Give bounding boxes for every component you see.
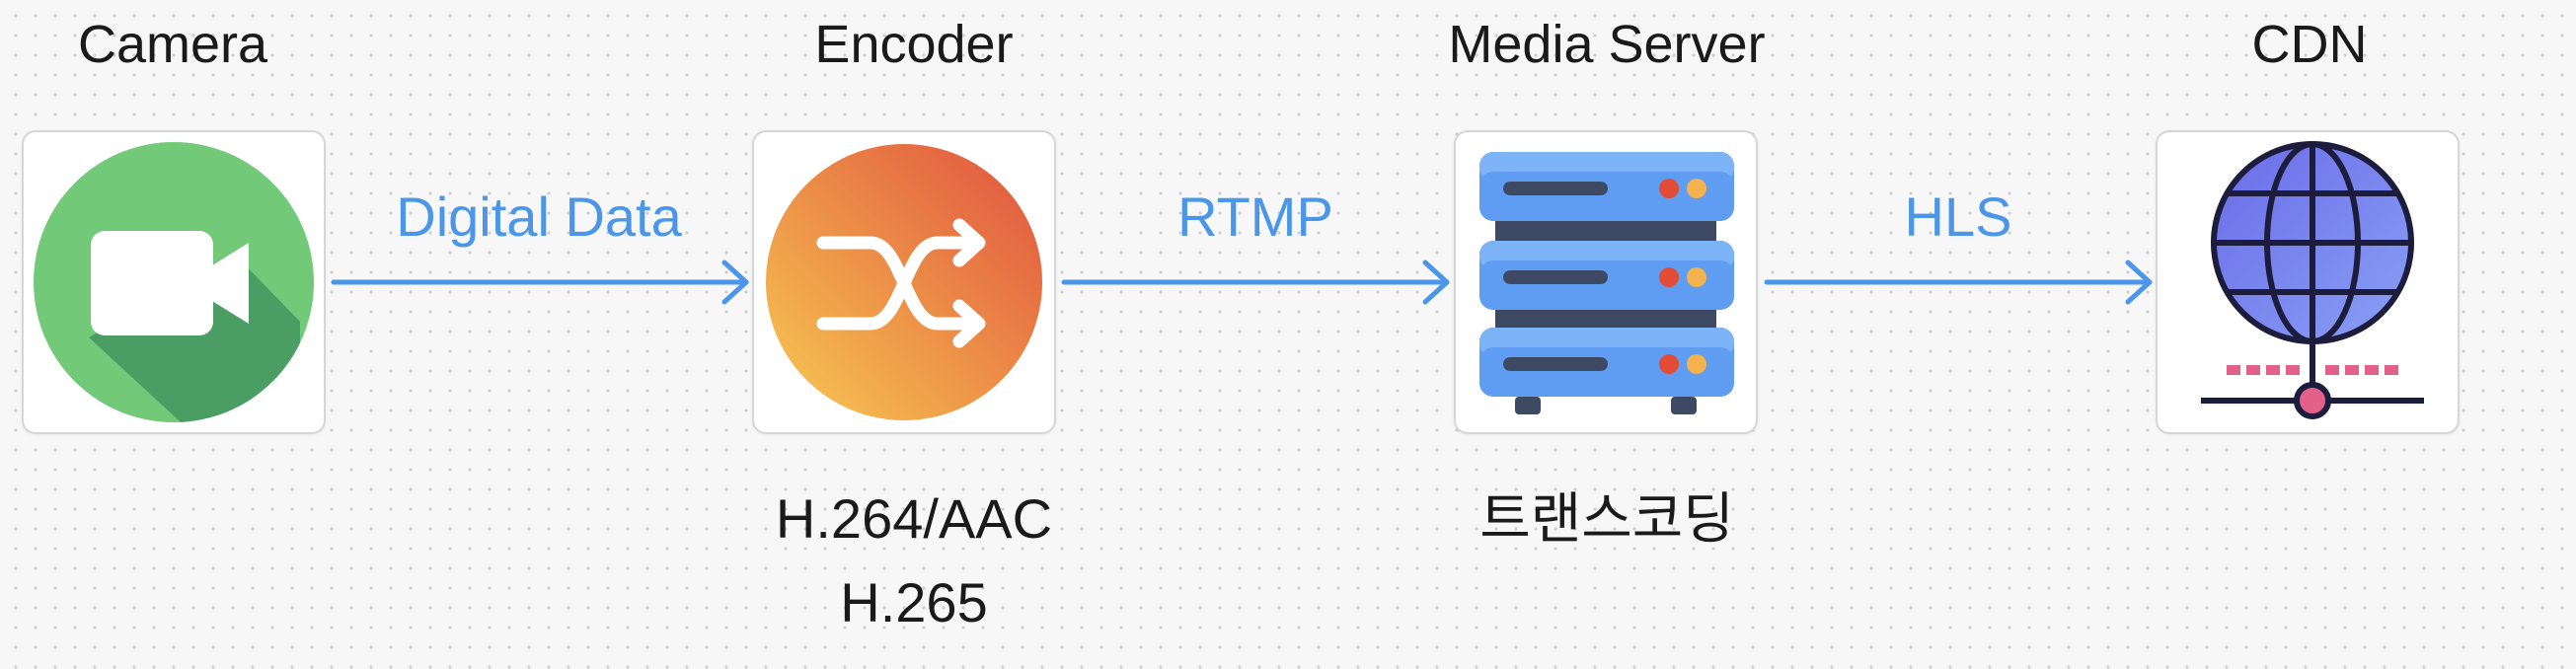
encoder-codec-line-2: H.265 — [840, 571, 988, 633]
media-server-title: Media Server — [1448, 15, 1766, 74]
encoder-title: Encoder — [814, 15, 1014, 74]
shuffle-icon — [766, 144, 1042, 420]
server-rack-icon — [1479, 152, 1734, 414]
edge-label-hls: HLS — [1904, 186, 2012, 248]
server-unit-middle — [1479, 241, 1734, 310]
edge-label-rtmp: RTMP — [1177, 186, 1333, 248]
server-unit-top — [1479, 152, 1734, 221]
encoder-node[interactable] — [752, 130, 1056, 434]
video-camera-icon — [34, 142, 314, 422]
media-server-transcoding-label: 트랜스코딩 — [1479, 487, 1734, 550]
encoder-codec-line-1: H.264/AAC — [775, 487, 1053, 550]
edge-camera-encoder — [331, 260, 749, 305]
cdn-title: CDN — [2251, 15, 2368, 74]
server-unit-bottom — [1479, 328, 1734, 397]
globe-network-icon — [2201, 141, 2424, 419]
camera-node[interactable] — [22, 130, 326, 434]
edge-encoder-server — [1061, 260, 1450, 305]
camera-title: Camera — [77, 15, 268, 74]
cdn-node[interactable] — [2156, 130, 2460, 434]
media-server-node[interactable] — [1454, 130, 1758, 434]
edge-label-digital-data: Digital Data — [396, 186, 682, 248]
edge-server-cdn — [1764, 260, 2153, 305]
